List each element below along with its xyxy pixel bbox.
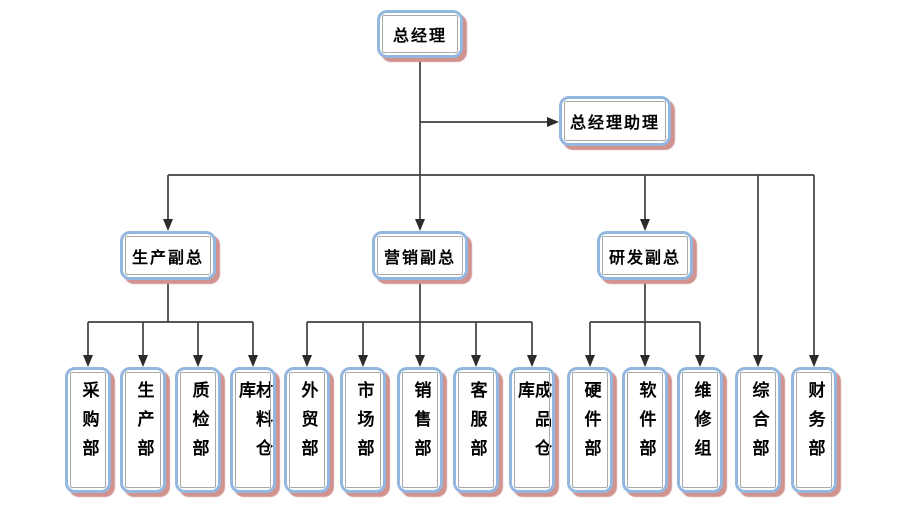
dept-quality-inspection: 质检部 <box>175 367 221 493</box>
dept-label: 采购部 <box>78 381 99 468</box>
org-node-label: 总经理助理 <box>569 113 660 132</box>
dept-general-affairs: 综合部 <box>735 367 781 493</box>
dept-marketing: 市场部 <box>340 367 386 493</box>
dept-purchasing: 采购部 <box>65 367 111 493</box>
dept-foreign-trade: 外贸部 <box>284 367 330 493</box>
dept-production: 生产部 <box>120 367 166 493</box>
org-node-label: 总经理 <box>392 26 447 45</box>
dept-label: 软件部 <box>635 381 656 468</box>
dept-maintenance-team: 维修组 <box>677 367 723 493</box>
dept-label: 生产部 <box>133 381 154 468</box>
dept-label: 硬件部 <box>580 381 601 468</box>
dept-finance: 财务部 <box>791 367 837 493</box>
dept-label: 市场部 <box>353 381 374 468</box>
org-node-rnd-vp: 研发副总 <box>597 231 693 280</box>
dept-label: 维修组 <box>690 381 711 468</box>
dept-label: 销售部 <box>410 381 431 468</box>
dept-finished-goods-warehouse: 成品仓库 <box>509 367 555 493</box>
org-node-marketing-vp: 营销副总 <box>372 231 468 280</box>
org-node-label: 营销副总 <box>383 247 456 267</box>
dept-label: 质检部 <box>188 381 209 468</box>
dept-hardware: 硬件部 <box>567 367 613 493</box>
dept-software: 软件部 <box>622 367 668 493</box>
dept-label: 综合部 <box>748 381 769 468</box>
org-node-label: 研发副总 <box>608 247 681 267</box>
dept-sales: 销售部 <box>397 367 443 493</box>
dept-material-warehouse: 材料仓库 <box>230 367 276 493</box>
org-node-general-manager: 总经理 <box>377 10 463 58</box>
org-node-gm-assistant: 总经理助理 <box>559 96 671 146</box>
org-node-label: 生产副总 <box>131 247 204 267</box>
dept-label: 财务部 <box>804 381 825 468</box>
dept-label: 客服部 <box>466 381 487 468</box>
dept-label: 材料仓库 <box>235 381 272 468</box>
dept-label: 成品仓库 <box>514 381 551 468</box>
arrowheads <box>83 117 819 367</box>
dept-label: 外贸部 <box>297 381 318 468</box>
org-node-production-vp: 生产副总 <box>120 231 216 280</box>
dept-customer-service: 客服部 <box>453 367 499 493</box>
